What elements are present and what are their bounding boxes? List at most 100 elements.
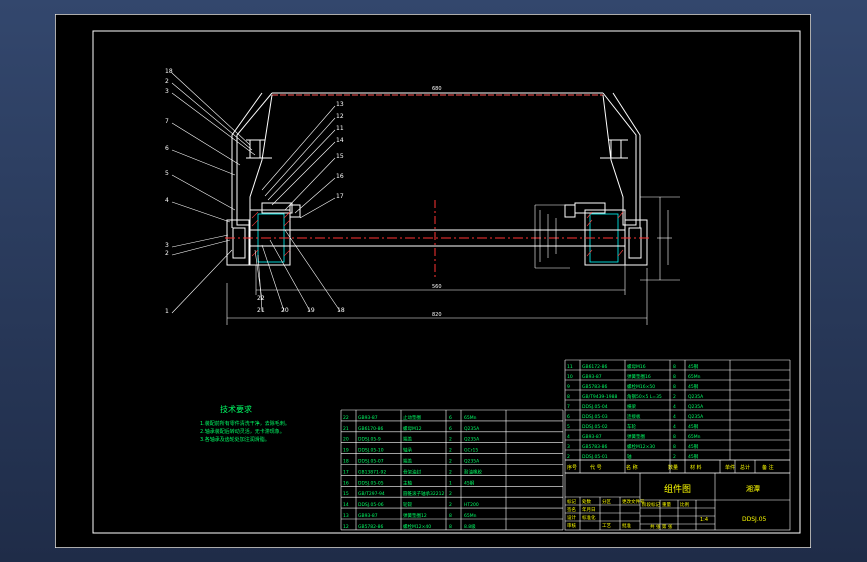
bom-code: GB6170-86 bbox=[358, 426, 384, 432]
bom-code: GB/T9439-1988 bbox=[582, 394, 618, 400]
bom-header-cell: 序号 bbox=[567, 464, 577, 471]
title-block-label: 审核 bbox=[567, 522, 576, 529]
bom-name: 主轴 bbox=[403, 479, 412, 486]
drawing-name: 组件图 bbox=[664, 483, 691, 495]
bom-code: GB5783-86 bbox=[582, 444, 608, 450]
dim-mid: 560 bbox=[432, 284, 442, 290]
bom-no: 18 bbox=[343, 459, 349, 465]
bom-no: 8 bbox=[567, 394, 570, 400]
bom-row: 2 DDSJ.05-01 轴 2 45钢 bbox=[567, 453, 699, 460]
part-label-mid: 12 bbox=[336, 113, 344, 120]
bom-code: DDSJ.05-04 bbox=[582, 404, 608, 410]
part-label-left: 4 bbox=[165, 197, 169, 204]
bom-no: 7 bbox=[567, 404, 570, 410]
bom-qty: 8 bbox=[449, 513, 452, 519]
bom-name: 车轮 bbox=[627, 423, 636, 430]
bom-qty: 8 bbox=[673, 434, 676, 440]
bom-header-cell: 名 称 bbox=[626, 464, 638, 471]
bom-material: 65Mn bbox=[464, 513, 477, 519]
title-block-label: 年月日 bbox=[582, 506, 596, 513]
bom-header-cell: 数量 bbox=[668, 464, 678, 471]
bom-material: Q235A bbox=[464, 426, 480, 432]
title-block-label: 标准化 bbox=[582, 514, 596, 521]
bom-name: 轮毂 bbox=[403, 501, 412, 508]
bom-qty: 8 bbox=[449, 524, 452, 530]
bom-material: Q235A bbox=[688, 394, 704, 400]
part-label-left: 1 bbox=[165, 308, 169, 315]
part-label-left: 2 bbox=[165, 250, 169, 257]
title-block-label: 更改文件号 bbox=[622, 498, 645, 505]
part-label-left: 18 bbox=[165, 68, 173, 75]
bom-name: 骨架油封 bbox=[403, 468, 421, 475]
bom-qty: 2 bbox=[449, 459, 452, 465]
part-label-mid: 16 bbox=[336, 173, 344, 180]
bom-material: 45钢 bbox=[688, 423, 699, 430]
title-block-label: 阶段标记 bbox=[642, 501, 660, 508]
bom-code: DDSJ.05-03 bbox=[582, 414, 608, 420]
bom-name: 螺栓M12×40 bbox=[403, 523, 431, 530]
bom-qty: 6 bbox=[449, 426, 452, 432]
part-label-mid: 15 bbox=[336, 153, 344, 160]
tech-note-3: 3.各轴承及齿轮处加注润滑脂。 bbox=[200, 436, 270, 443]
bom-no: 6 bbox=[567, 414, 570, 420]
bom-material: 耐油橡胶 bbox=[464, 468, 482, 475]
bom-header-cell: 代 号 bbox=[590, 464, 602, 471]
bom-no: 3 bbox=[567, 444, 570, 450]
bom-material: 45钢 bbox=[688, 453, 699, 460]
bom-material: 65Mn bbox=[464, 415, 477, 421]
bom-name: 圆锥滚子轴承32212 bbox=[403, 490, 444, 497]
title-block-label: 比例 bbox=[680, 501, 689, 508]
bom-name: 螺母M12 bbox=[403, 425, 422, 432]
bom-code: DDSJ.05-01 bbox=[582, 454, 608, 460]
title-block-label: 工艺 bbox=[602, 523, 611, 529]
part-label-left: 5 bbox=[165, 170, 169, 177]
bom-name: 轴 bbox=[627, 453, 632, 460]
bom-qty: 8 bbox=[673, 374, 676, 380]
bom-header-cell: 材 料 bbox=[690, 464, 702, 471]
part-label-left: 3 bbox=[165, 242, 169, 249]
bom-code: DDSJ.05-02 bbox=[582, 424, 608, 430]
bom-qty: 4 bbox=[673, 424, 676, 430]
bom-qty: 6 bbox=[449, 415, 452, 421]
bom-name: 螺母M16 bbox=[627, 363, 646, 370]
bom-no: 21 bbox=[343, 426, 349, 432]
bom-qty: 2 bbox=[673, 454, 676, 460]
bom-no: 12 bbox=[343, 524, 349, 530]
title-block-label: 重量 bbox=[662, 501, 671, 508]
bom-material: GCr15 bbox=[464, 448, 478, 454]
bom-material: Q235A bbox=[688, 404, 704, 410]
part-label-mid: 14 bbox=[336, 137, 344, 144]
bom-material: Q235A bbox=[464, 459, 480, 465]
bom-name: 螺栓M12×30 bbox=[627, 443, 655, 450]
title-block-label: 签名 bbox=[567, 506, 576, 513]
bom-no: 20 bbox=[343, 437, 349, 443]
part-label-bottom: 21 bbox=[257, 307, 265, 314]
bom-no: 11 bbox=[567, 364, 573, 370]
bom-code: DDSJ.05-9 bbox=[358, 437, 381, 443]
tech-note-2: 2.轴承装配后转动灵活，无卡滞现象。 bbox=[200, 428, 285, 435]
title-block-label: 批准 bbox=[622, 522, 631, 529]
bom-no: 10 bbox=[567, 374, 573, 380]
bom-name: 端盖 bbox=[403, 458, 412, 465]
bom-material: Q235A bbox=[688, 414, 704, 420]
bom-qty: 1 bbox=[449, 480, 452, 486]
bom-name: 横梁 bbox=[627, 403, 636, 410]
bom-no: 2 bbox=[567, 454, 570, 460]
bom-name: 弹簧垫圈 bbox=[627, 433, 645, 440]
